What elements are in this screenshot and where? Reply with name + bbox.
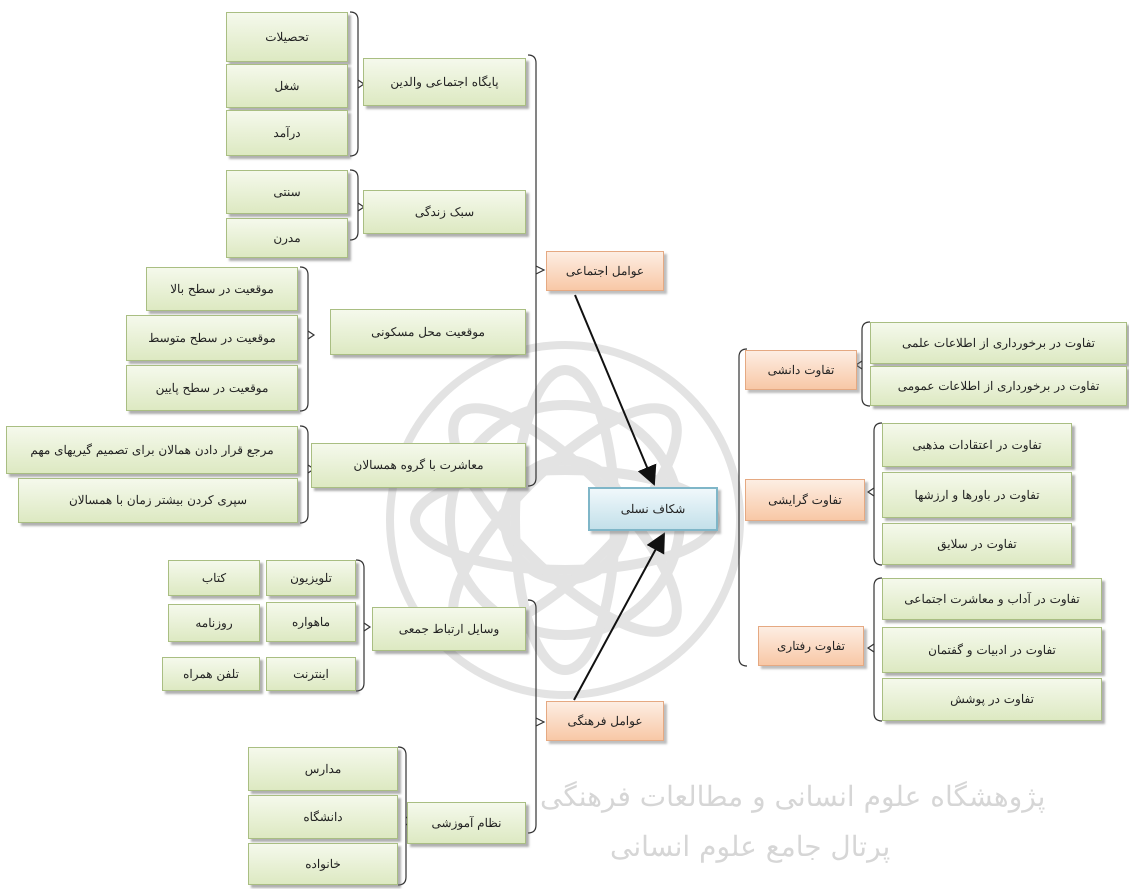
node-book[interactable]: کتاب [168,560,260,596]
node-modern[interactable]: مدرن [226,218,348,258]
node-behavior-difference[interactable]: تفاوت رفتاری [758,626,864,666]
node-peer-time[interactable]: سپری کردن بیشتر زمان با همسالان [18,478,298,523]
node-university[interactable]: دانشگاه [248,795,398,839]
node-schools[interactable]: مدارس [248,747,398,791]
node-tastes[interactable]: تفاوت در سلایق [882,523,1072,565]
node-peer-association[interactable]: معاشرت با گروه همسالان [311,443,526,488]
node-internet[interactable]: اینترنت [266,657,356,691]
node-peer-reference[interactable]: مرجع قرار دادن همالان برای تصمیم گیریهای… [6,426,298,474]
node-religious-beliefs[interactable]: تفاوت در اعتقادات مذهبی [882,423,1072,467]
node-literature-discourse[interactable]: تفاوت در ادبیات و گفتمان [882,627,1102,673]
node-residence-high[interactable]: موقعیت در سطح بالا [146,267,298,311]
node-cultural-factors[interactable]: عوامل فرهنگی [546,701,664,741]
node-mass-media[interactable]: وسایل ارتباط جمعی [372,607,526,651]
node-family[interactable]: خانواده [248,843,398,885]
node-general-info[interactable]: تفاوت در برخورداری از اطلاعات عمومی [870,366,1127,406]
node-newspaper[interactable]: روزنامه [168,604,260,642]
node-traditional[interactable]: سنتی [226,170,348,214]
watermark-text-1: پژوهشگاه علوم انسانی و مطالعات فرهنگی [540,780,1046,813]
node-education-system[interactable]: نظام آموزشی [407,802,526,844]
node-television[interactable]: تلویزیون [266,560,356,596]
node-lifestyle[interactable]: سبک زندگی [363,190,526,234]
node-beliefs-values[interactable]: تفاوت در باورها و ارزشها [882,472,1072,518]
node-income[interactable]: درآمد [226,110,348,156]
center-node[interactable]: شکاف نسلی [588,487,718,531]
node-social-manners[interactable]: تفاوت در آداب و معاشرت اجتماعی [882,578,1102,620]
node-residence-location[interactable]: موقعیت محل مسکونی [330,309,526,355]
node-clothing[interactable]: تفاوت در پوشش [882,678,1102,721]
watermark-text-2: پرتال جامع علوم انسانی [610,830,891,863]
node-satellite[interactable]: ماهواره [266,602,356,642]
node-mobile-phone[interactable]: تلفن همراه [162,657,260,691]
node-education-level[interactable]: تحصیلات [226,12,348,62]
node-residence-middle[interactable]: موقعیت در سطح متوسط [126,315,298,361]
node-social-factors[interactable]: عوامل اجتماعی [546,251,664,291]
node-parents-social-status[interactable]: پایگاه اجتماعی والدین [363,58,526,106]
node-occupation[interactable]: شغل [226,64,348,108]
node-knowledge-difference[interactable]: تفاوت دانشی [745,350,857,390]
node-residence-low[interactable]: موقعیت در سطح پایین [126,365,298,411]
node-scientific-info[interactable]: تفاوت در برخورداری از اطلاعات علمی [870,322,1127,364]
node-attitude-difference[interactable]: تفاوت گرایشی [745,479,865,521]
